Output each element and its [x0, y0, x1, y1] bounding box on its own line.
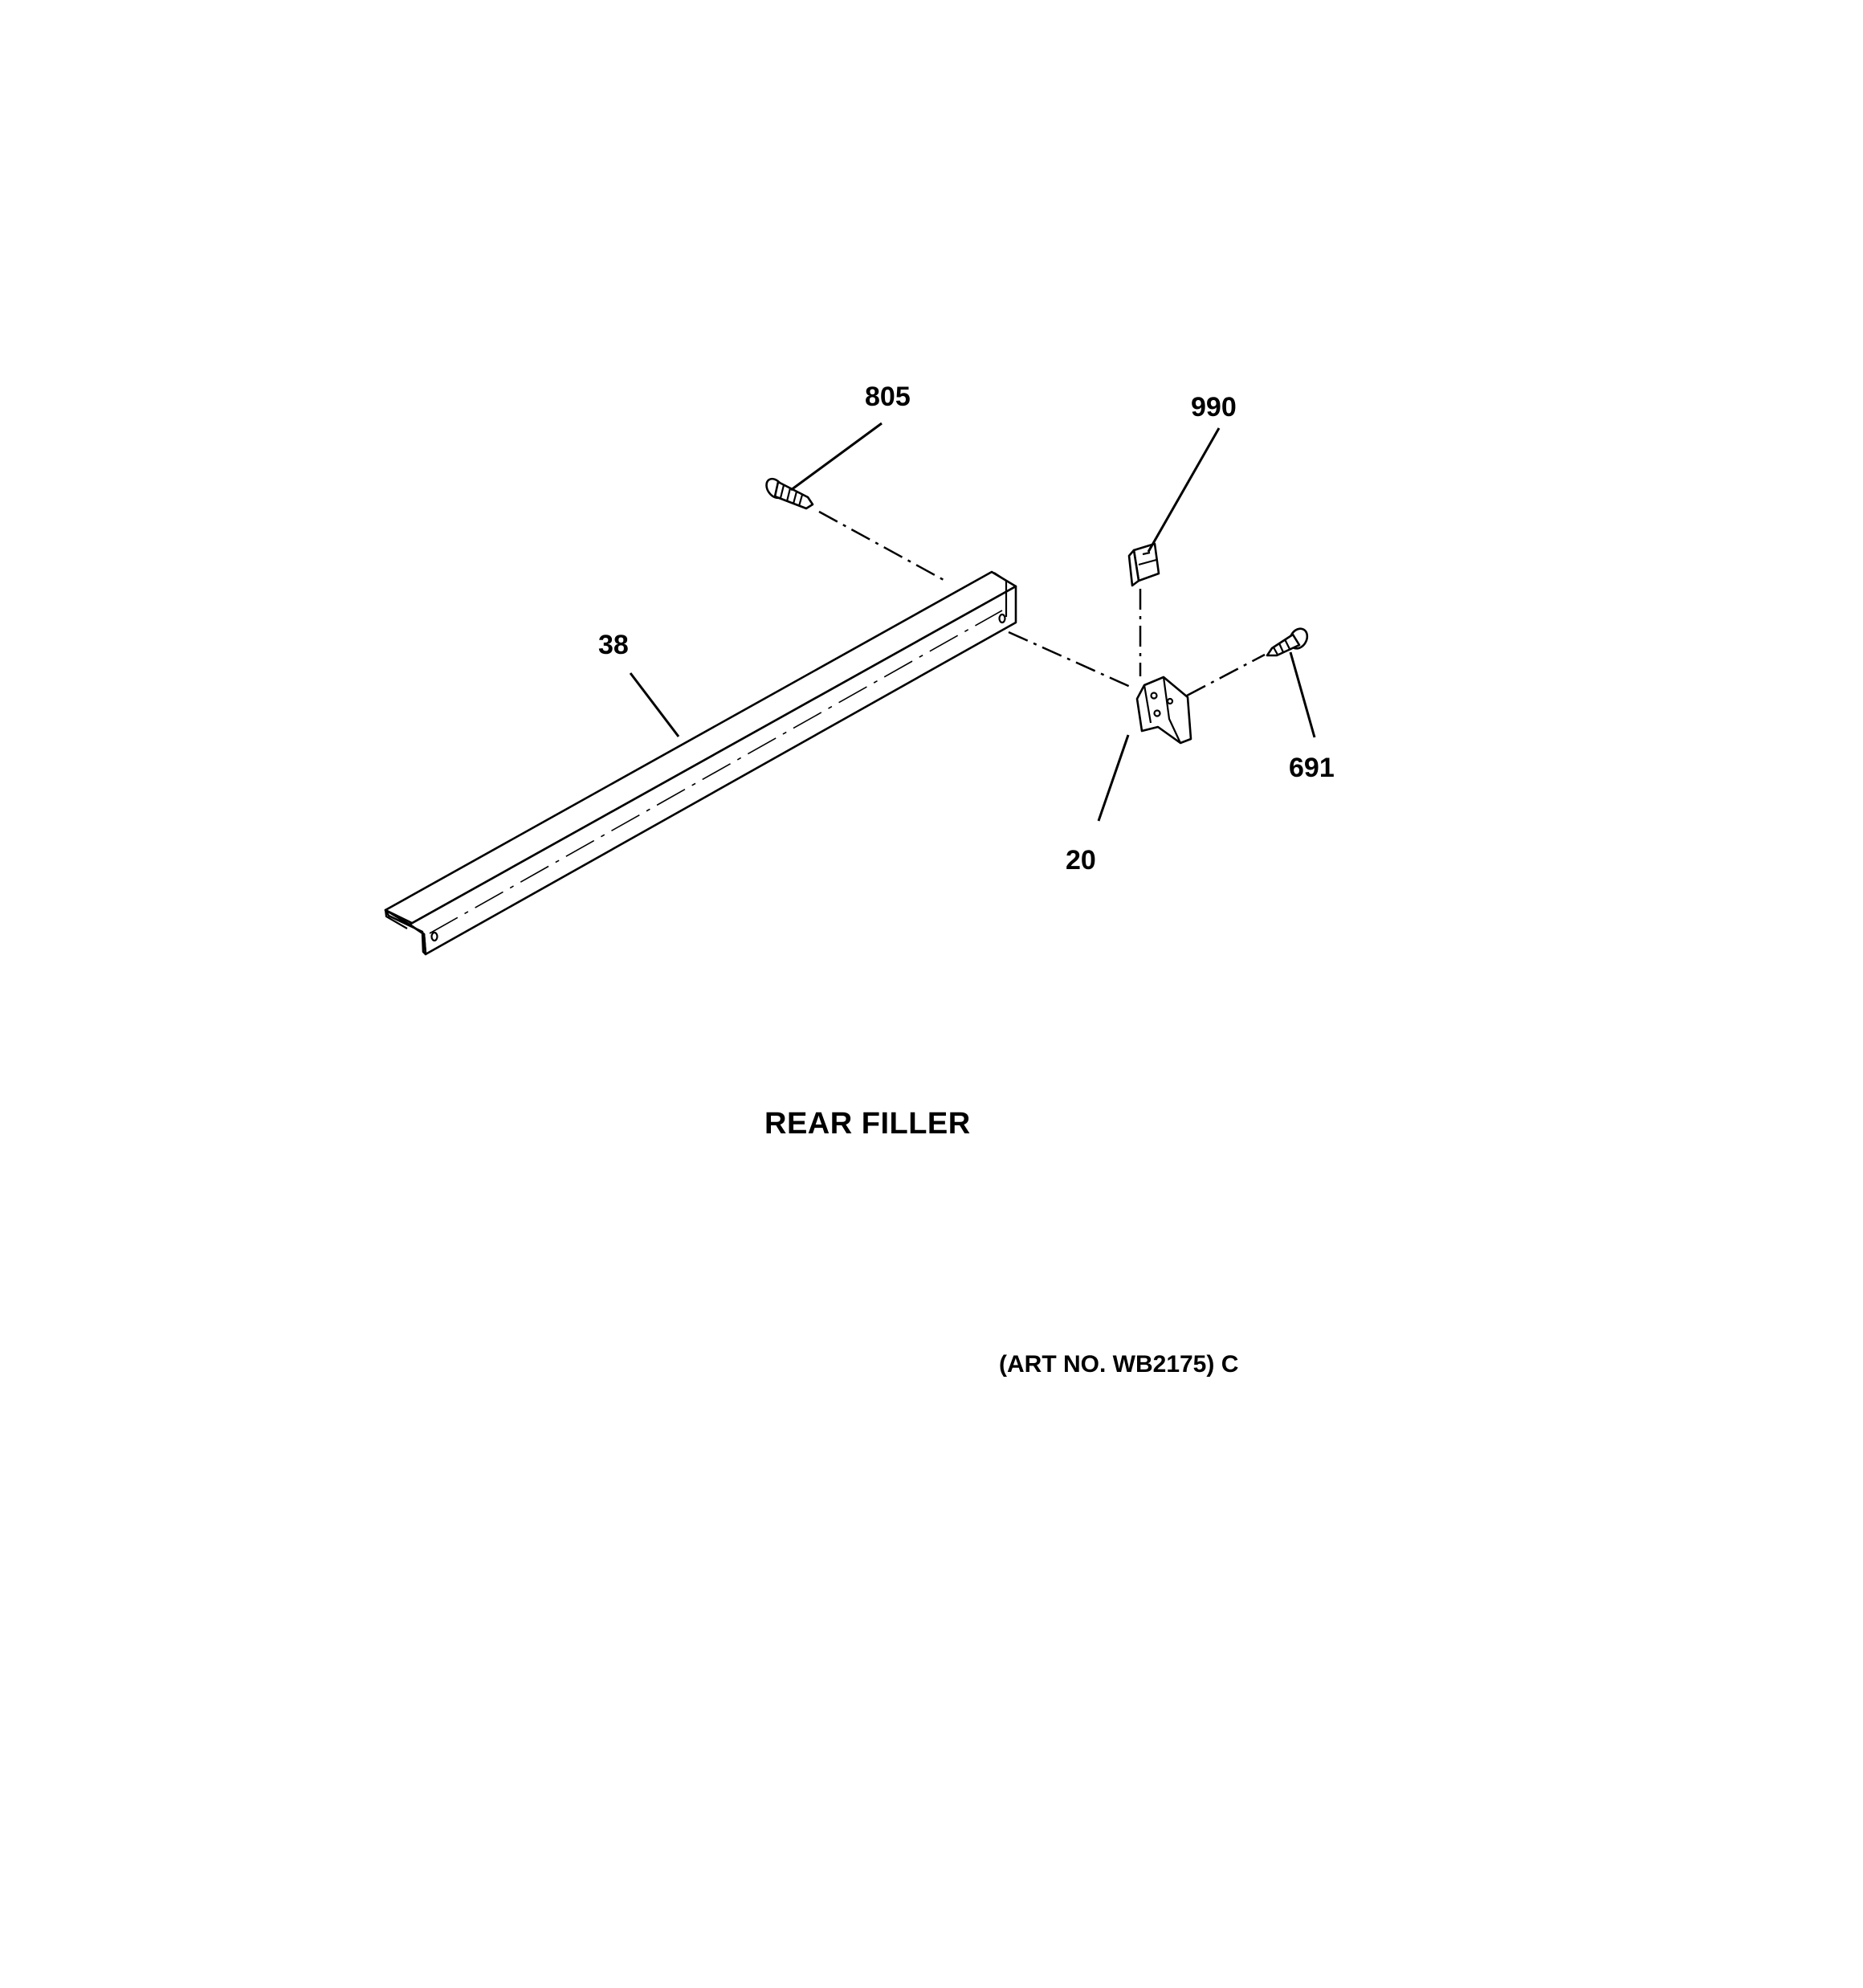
callout-20: 20 — [1066, 845, 1096, 876]
callout-38: 38 — [598, 630, 629, 660]
art-number: (ART NO. WB2175) C — [999, 1351, 1239, 1378]
leader-20 — [1097, 734, 1130, 822]
assembly-line-691 — [1186, 653, 1266, 697]
diagram-title: REAR FILLER — [764, 1107, 971, 1141]
callout-805: 805 — [865, 382, 911, 412]
assembly-line-805 — [818, 510, 946, 582]
leader-990 — [1147, 427, 1221, 553]
callout-691: 691 — [1289, 753, 1335, 783]
rear-filler-part — [384, 570, 1017, 956]
callout-990: 990 — [1191, 392, 1237, 423]
assembly-line-bracket — [1008, 631, 1135, 690]
leader-805 — [790, 422, 883, 492]
bracket-20-part — [1135, 676, 1192, 745]
clip-990-part — [1127, 542, 1160, 587]
screw-691-part — [1266, 627, 1309, 657]
leader-38 — [629, 672, 680, 737]
leader-691 — [1289, 651, 1316, 738]
screw-805-part — [765, 477, 814, 510]
